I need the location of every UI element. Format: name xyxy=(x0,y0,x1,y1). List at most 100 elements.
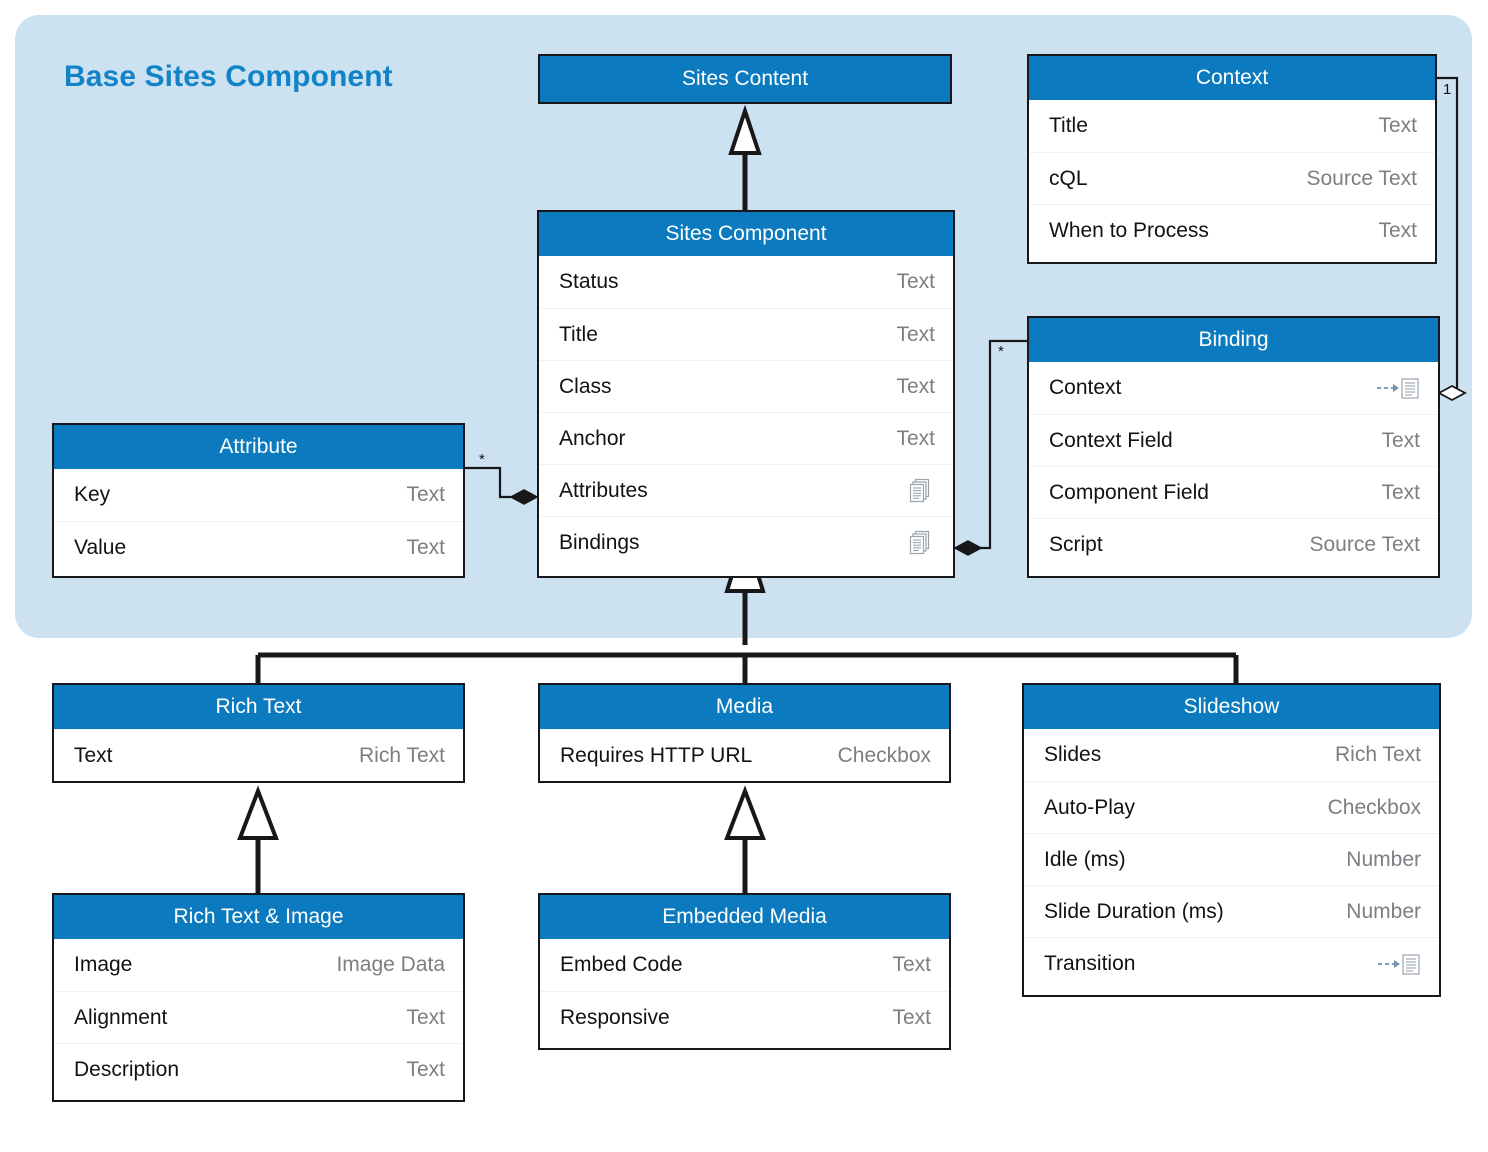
documents-stack-icon xyxy=(909,478,935,504)
link-embeddedmedia-to-media xyxy=(724,785,766,893)
attribute-name: Idle (ms) xyxy=(1044,847,1126,871)
table-row[interactable]: Text Rich Text xyxy=(54,729,463,781)
attribute-type: Text xyxy=(1378,114,1417,137)
attribute-type: Rich Text xyxy=(1335,743,1421,766)
group-title: Base Sites Component xyxy=(64,60,393,93)
attribute-name: Component Field xyxy=(1049,480,1209,504)
class-title: Sites Component xyxy=(539,212,953,256)
attribute-type: Text xyxy=(406,1057,445,1081)
table-row[interactable]: cQL Source Text xyxy=(1029,152,1435,204)
attribute-name: Requires HTTP URL xyxy=(560,743,753,767)
multiplicity-binding: * xyxy=(998,343,1004,360)
class-binding[interactable]: Binding Context xyxy=(1027,316,1440,578)
attribute-name: Title xyxy=(559,322,598,346)
attribute-name: Auto-Play xyxy=(1044,795,1136,819)
attribute-name: Value xyxy=(74,535,127,559)
class-sites-content[interactable]: Sites Content xyxy=(538,54,952,104)
multiplicity-attribute: * xyxy=(479,451,485,468)
attribute-name: Alignment xyxy=(74,1005,168,1029)
attribute-type xyxy=(909,478,935,504)
table-row[interactable]: Image Image Data xyxy=(54,939,463,991)
attribute-name: Attributes xyxy=(559,478,648,502)
table-row[interactable]: When to Process Text xyxy=(1029,204,1435,256)
table-row[interactable]: Component Field Text xyxy=(1029,466,1438,518)
attribute-name: cQL xyxy=(1049,166,1088,190)
table-row[interactable]: Slides Rich Text xyxy=(1024,729,1439,781)
class-embedded-media[interactable]: Embedded Media Embed Code Text Responsiv… xyxy=(538,893,951,1050)
class-sites-component[interactable]: Sites Component Status Text Title Text C… xyxy=(537,210,955,578)
attribute-name: Script xyxy=(1049,532,1103,556)
class-title: Embedded Media xyxy=(540,895,949,939)
attribute-list: Slides Rich Text Auto-Play Checkbox Idle… xyxy=(1024,729,1439,989)
table-row[interactable]: Alignment Text xyxy=(54,991,463,1043)
table-row[interactable]: Class Text xyxy=(539,360,953,412)
class-title: Context xyxy=(1029,56,1435,100)
attribute-name: Slides xyxy=(1044,743,1102,766)
attribute-type xyxy=(1377,952,1421,976)
attribute-name: Description xyxy=(74,1057,180,1081)
attribute-list: Key Text Value Text xyxy=(54,469,463,573)
attribute-type: Number xyxy=(1346,899,1421,923)
dashed-arrow-document-icon xyxy=(1377,952,1421,976)
table-row[interactable]: Anchor Text xyxy=(539,412,953,464)
attribute-type: Text xyxy=(1381,480,1420,504)
attribute-type: Source Text xyxy=(1306,166,1417,190)
attribute-type: Text xyxy=(1381,428,1420,452)
attribute-type: Text xyxy=(892,953,931,976)
class-rich-text-and-image[interactable]: Rich Text & Image Image Image Data Align… xyxy=(52,893,465,1102)
table-row[interactable]: Description Text xyxy=(54,1043,463,1095)
attribute-type: Number xyxy=(1346,847,1421,871)
table-row[interactable]: Embed Code Text xyxy=(540,939,949,991)
attribute-type: Text xyxy=(892,1005,931,1029)
class-title: Binding xyxy=(1029,318,1438,362)
class-title: Sites Content xyxy=(540,56,950,102)
table-row[interactable]: Script Source Text xyxy=(1029,518,1438,570)
attribute-type xyxy=(1376,376,1420,400)
table-row[interactable]: Value Text xyxy=(54,521,463,573)
class-attribute[interactable]: Attribute Key Text Value Text xyxy=(52,423,465,578)
table-row[interactable]: Context xyxy=(1029,362,1438,414)
dashed-arrow-document-icon xyxy=(1376,376,1420,400)
attribute-name: Responsive xyxy=(560,1005,670,1029)
attribute-name: Class xyxy=(559,374,612,398)
table-row[interactable]: Slide Duration (ms) Number xyxy=(1024,885,1439,937)
table-row[interactable]: Key Text xyxy=(54,469,463,521)
attribute-name: When to Process xyxy=(1049,218,1209,242)
table-row[interactable]: Context Field Text xyxy=(1029,414,1438,466)
class-title: Slideshow xyxy=(1024,685,1439,729)
attribute-name: Key xyxy=(74,483,111,506)
class-title: Media xyxy=(540,685,949,729)
table-row[interactable]: Attributes xyxy=(539,464,953,516)
table-row[interactable]: Transition xyxy=(1024,937,1439,989)
attribute-name: Context Field xyxy=(1049,428,1173,452)
table-row[interactable]: Idle (ms) Number xyxy=(1024,833,1439,885)
class-slideshow[interactable]: Slideshow Slides Rich Text Auto-Play Che… xyxy=(1022,683,1441,997)
table-row[interactable]: Status Text xyxy=(539,256,953,308)
attribute-type: Rich Text xyxy=(359,743,445,767)
multiplicity-context: 1 xyxy=(1443,81,1452,98)
table-row[interactable]: Bindings xyxy=(539,516,953,568)
table-row[interactable]: Title Text xyxy=(1029,100,1435,152)
class-media[interactable]: Media Requires HTTP URL Checkbox xyxy=(538,683,951,783)
class-title: Rich Text & Image xyxy=(54,895,463,939)
table-row[interactable]: Auto-Play Checkbox xyxy=(1024,781,1439,833)
attribute-name: Text xyxy=(74,743,113,767)
table-row[interactable]: Responsive Text xyxy=(540,991,949,1043)
class-rich-text[interactable]: Rich Text Text Rich Text xyxy=(52,683,465,783)
attribute-type: Image Data xyxy=(336,953,445,976)
table-row[interactable]: Requires HTTP URL Checkbox xyxy=(540,729,949,781)
documents-stack-icon xyxy=(909,530,935,556)
attribute-type: Text xyxy=(406,1005,445,1029)
table-row[interactable]: Title Text xyxy=(539,308,953,360)
attribute-type: Text xyxy=(896,322,935,346)
class-context[interactable]: Context Title Text cQL Source Text When … xyxy=(1027,54,1437,264)
attribute-type: Text xyxy=(406,483,445,506)
attribute-list: Image Image Data Alignment Text Descript… xyxy=(54,939,463,1095)
attribute-list: Context xyxy=(1029,362,1438,570)
attribute-type: Text xyxy=(1378,218,1417,242)
attribute-name: Transition xyxy=(1044,951,1136,975)
link-richtextimage-to-richtext xyxy=(237,785,279,893)
attribute-type: Text xyxy=(896,426,935,450)
attribute-name: Context xyxy=(1049,376,1122,399)
